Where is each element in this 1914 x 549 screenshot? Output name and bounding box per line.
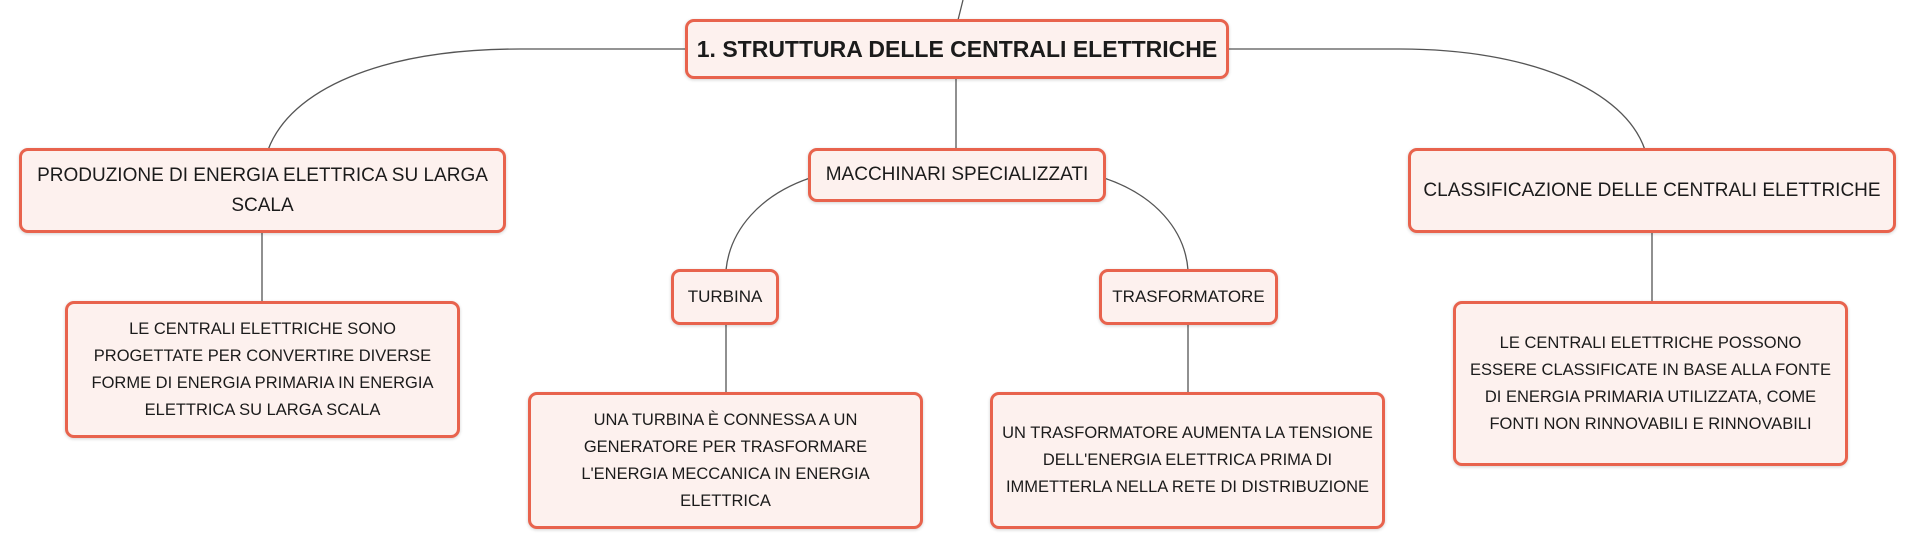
topic-production-label: PRODUZIONE DI ENERGIA ELETTRICA SU LARGA…: [37, 164, 488, 216]
detail-production-text: LE CENTRALI ELETTRICHE SONO PROGETTATE P…: [91, 319, 434, 419]
detail-turbine-node[interactable]: UNA TURBINA È CONNESSA A UN GENERATORE P…: [528, 392, 923, 529]
connector-parent-to-root: [957, 0, 964, 21]
root-topic-label: 1. STRUTTURA DELLE CENTRALI ELETTRICHE: [696, 35, 1218, 62]
root-topic-node[interactable]: 1. STRUTTURA DELLE CENTRALI ELETTRICHE: [685, 19, 1229, 79]
detail-turbine-text: UNA TURBINA È CONNESSA A UN GENERATORE P…: [581, 410, 870, 510]
subtopic-turbine-node[interactable]: TURBINA: [671, 269, 779, 325]
detail-transformer-node[interactable]: UN TRASFORMATORE AUMENTA LA TENSIONE DEL…: [990, 392, 1385, 529]
topic-classification-label: CLASSIFICAZIONE DELLE CENTRALI ELETTRICH…: [1423, 179, 1881, 201]
topic-production-node[interactable]: PRODUZIONE DI ENERGIA ELETTRICA SU LARGA…: [19, 148, 506, 233]
connector-machinery-to-transformer: [1103, 177, 1189, 271]
detail-classification-node[interactable]: LE CENTRALI ELETTRICHE POSSONO ESSERE CL…: [1453, 301, 1848, 466]
subtopic-transformer-node[interactable]: TRASFORMATORE: [1099, 269, 1278, 325]
topic-machinery-label: MACCHINARI SPECIALIZZATI: [825, 164, 1089, 185]
subtopic-transformer-label: TRASFORMATORE: [1112, 287, 1265, 306]
connector-machinery-to-turbine: [725, 177, 811, 271]
connector-root-to-classification: [1226, 48, 1646, 151]
detail-production-node[interactable]: LE CENTRALI ELETTRICHE SONO PROGETTATE P…: [65, 301, 460, 438]
connector-root-to-production: [267, 48, 688, 151]
detail-transformer-text: UN TRASFORMATORE AUMENTA LA TENSIONE DEL…: [1002, 424, 1373, 496]
detail-classification-text: LE CENTRALI ELETTRICHE POSSONO ESSERE CL…: [1470, 333, 1831, 433]
subtopic-turbine-label: TURBINA: [687, 287, 763, 306]
topic-classification-node[interactable]: CLASSIFICAZIONE DELLE CENTRALI ELETTRICH…: [1408, 148, 1896, 233]
topic-machinery-node[interactable]: MACCHINARI SPECIALIZZATI: [808, 148, 1106, 202]
